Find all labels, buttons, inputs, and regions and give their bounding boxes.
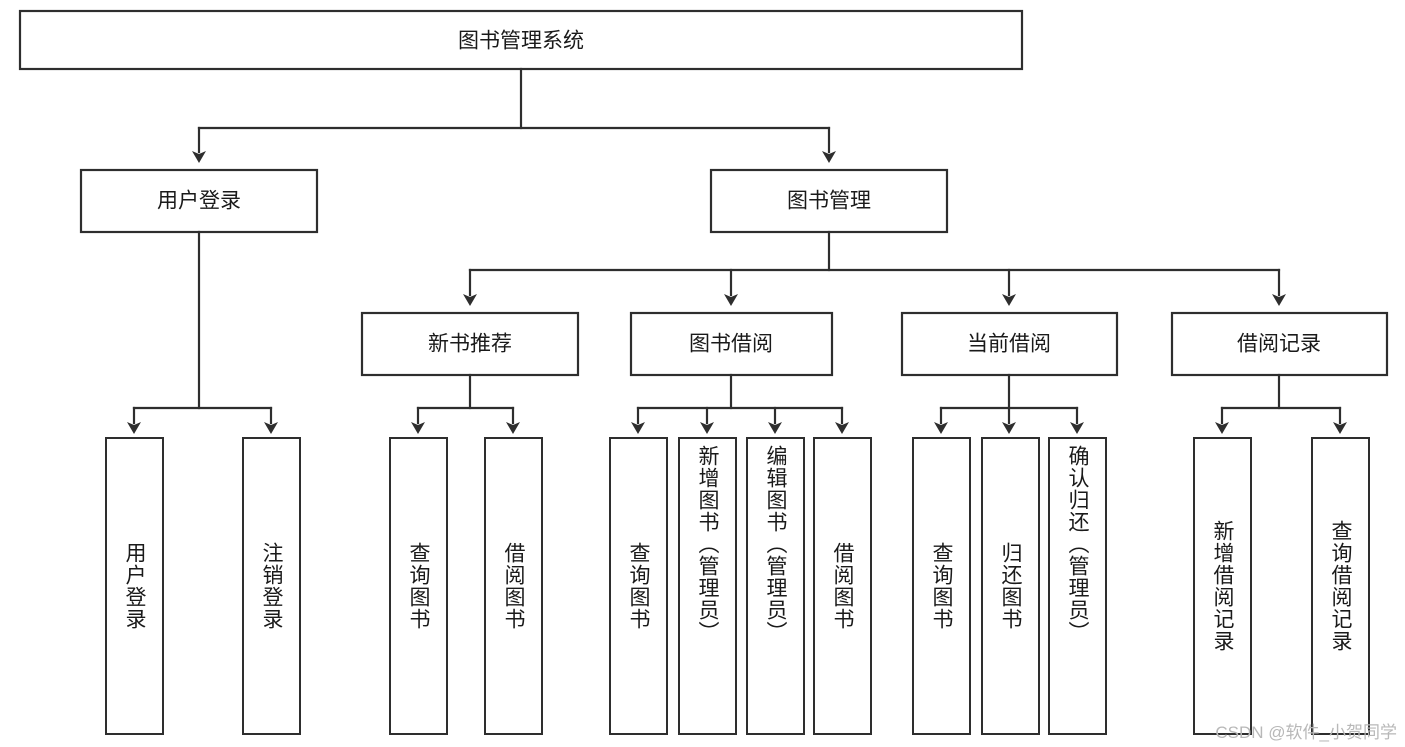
- node-current-borrow-label: 当前借阅: [967, 333, 1051, 356]
- leaf-logout-login[interactable]: 注销登录: [242, 437, 301, 735]
- leaf-borrow-book-2[interactable]: 借阅图书: [813, 437, 872, 735]
- leaf-query-book-3-label: 查询图书: [930, 542, 953, 630]
- leaf-confirm-return-label: 确认归还（管理员）: [1066, 445, 1089, 643]
- leaf-add-record[interactable]: 新增借阅记录: [1193, 437, 1252, 735]
- node-new-book-recommend[interactable]: 新书推荐: [360, 311, 580, 377]
- leaf-return-book[interactable]: 归还图书: [981, 437, 1040, 735]
- node-borrow-record-label: 借阅记录: [1237, 333, 1321, 356]
- node-book-management-label: 图书管理: [787, 190, 871, 213]
- leaf-edit-book-label: 编辑图书（管理员）: [764, 445, 787, 643]
- leaf-add-book-label: 新增图书（管理员）: [696, 445, 719, 643]
- leaf-query-book-2[interactable]: 查询图书: [609, 437, 668, 735]
- leaf-return-book-label: 归还图书: [999, 542, 1022, 630]
- leaf-add-book[interactable]: 新增图书（管理员）: [678, 437, 737, 735]
- node-book-management[interactable]: 图书管理: [709, 168, 949, 234]
- leaf-add-record-label: 新增借阅记录: [1211, 520, 1234, 652]
- leaf-edit-book[interactable]: 编辑图书（管理员）: [746, 437, 805, 735]
- node-root[interactable]: 图书管理系统: [18, 9, 1024, 71]
- node-root-label: 图书管理系统: [458, 30, 584, 53]
- leaf-borrow-book-2-label: 借阅图书: [831, 542, 854, 630]
- node-borrow-record-box[interactable]: [1170, 311, 1389, 377]
- leaf-user-login[interactable]: 用户登录: [105, 437, 164, 735]
- node-book-borrow[interactable]: 图书借阅: [629, 311, 834, 377]
- leaf-query-record-label: 查询借阅记录: [1329, 520, 1352, 652]
- leaf-borrow-book-1[interactable]: 借阅图书: [484, 437, 543, 735]
- leaf-query-book-1-label: 查询图书: [407, 542, 430, 630]
- node-book-borrow-box[interactable]: [629, 311, 834, 377]
- leaf-user-login-label: 用户登录: [123, 542, 146, 630]
- leaf-query-book-1[interactable]: 查询图书: [389, 437, 448, 735]
- node-user-login-box[interactable]: [79, 168, 319, 234]
- node-user-login-label: 用户登录: [157, 190, 241, 213]
- node-user-login[interactable]: 用户登录: [79, 168, 319, 234]
- node-book-borrow-label: 图书借阅: [689, 333, 773, 356]
- node-current-borrow-box[interactable]: [900, 311, 1119, 377]
- node-new-book-recommend-label: 新书推荐: [428, 333, 512, 356]
- leaf-query-book-2-label: 查询图书: [627, 542, 650, 630]
- leaf-query-record[interactable]: 查询借阅记录: [1311, 437, 1370, 735]
- leaf-borrow-book-1-label: 借阅图书: [502, 542, 525, 630]
- node-root-box[interactable]: [18, 9, 1024, 71]
- leaf-logout-login-label: 注销登录: [260, 542, 283, 630]
- node-borrow-record[interactable]: 借阅记录: [1170, 311, 1389, 377]
- leaf-query-book-3[interactable]: 查询图书: [912, 437, 971, 735]
- node-new-book-recommend-box[interactable]: [360, 311, 580, 377]
- node-current-borrow[interactable]: 当前借阅: [900, 311, 1119, 377]
- leaf-confirm-return[interactable]: 确认归还（管理员）: [1048, 437, 1107, 735]
